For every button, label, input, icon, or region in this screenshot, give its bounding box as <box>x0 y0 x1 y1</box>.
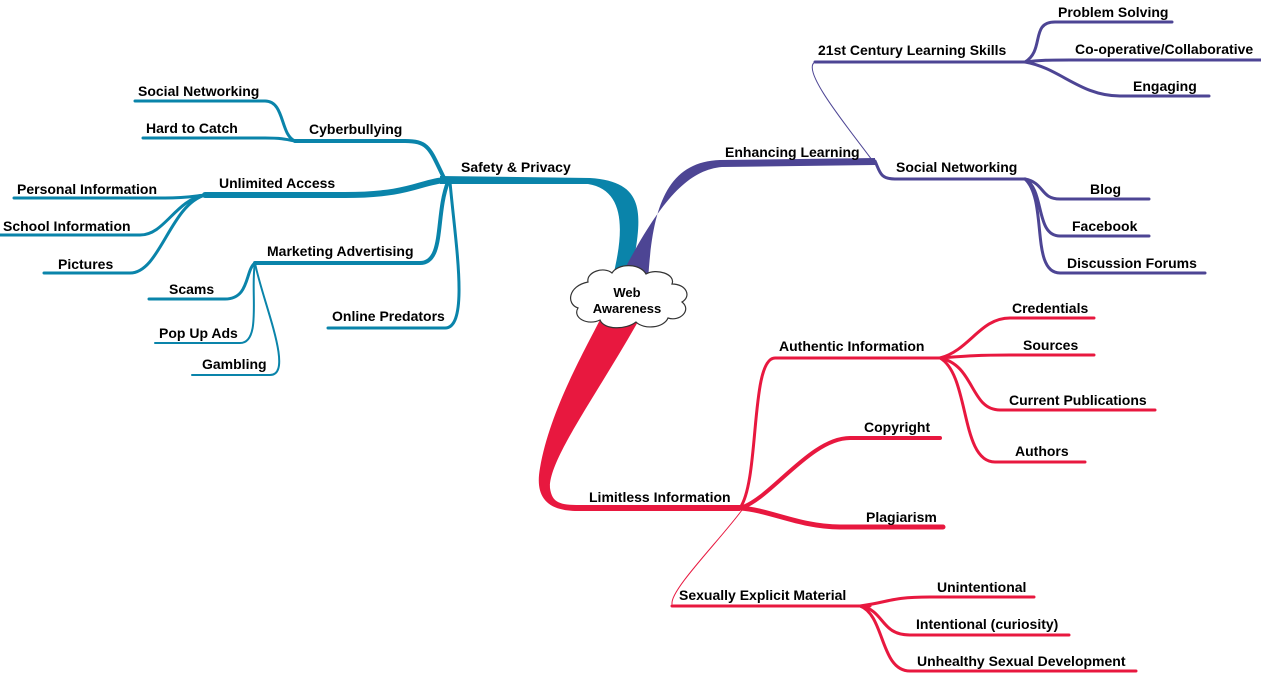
authentic-information-branch <box>738 356 947 510</box>
unhealthy-connector <box>858 604 1138 673</box>
engaging-connector <box>1023 60 1211 98</box>
pictures-connector <box>42 193 207 275</box>
safety-branches <box>0 99 461 376</box>
problem-solving-label[interactable]: Problem Solving <box>1058 4 1168 20</box>
cloud-shape <box>570 265 688 329</box>
unlimited-access-label[interactable]: Unlimited Access <box>219 175 335 191</box>
social-networking-connector <box>133 99 297 143</box>
online-predators-branch <box>326 180 461 330</box>
sources-connector <box>938 353 1096 360</box>
skills-label[interactable]: 21st Century Learning Skills <box>818 42 1006 58</box>
intentional-label[interactable]: Intentional (curiosity) <box>916 616 1058 632</box>
limitless-information-trunk <box>538 312 740 511</box>
social-networking-branch <box>873 159 1027 181</box>
safety-privacy-label[interactable]: Safety & Privacy <box>461 159 571 175</box>
authors-connector <box>938 356 1087 464</box>
discussion-forums-label[interactable]: Discussion Forums <box>1067 255 1197 271</box>
explicit-thin-connector <box>671 509 743 605</box>
pop-up-ads-connector <box>154 262 256 344</box>
skills-thin-connector <box>811 60 1026 161</box>
blog-label[interactable]: Blog <box>1090 181 1121 197</box>
credentials-connector <box>938 316 1096 360</box>
blog-connector <box>1023 177 1151 201</box>
school-information-label[interactable]: School Information <box>3 218 131 234</box>
discussion-forums-connector <box>1023 177 1207 275</box>
enhancing-branches <box>811 20 1261 275</box>
enhancing-learning-trunk <box>620 158 875 282</box>
limitless-branches <box>670 316 1157 673</box>
scams-label[interactable]: Scams <box>169 281 214 297</box>
explicit-material-label[interactable]: Sexually Explicit Material <box>679 587 846 603</box>
cyberbullying-branch <box>293 139 447 182</box>
social-networking-safety-label[interactable]: Social Networking <box>138 83 259 99</box>
pop-up-ads-label[interactable]: Pop Up Ads <box>159 325 238 341</box>
gambling-label[interactable]: Gambling <box>202 356 267 372</box>
central-topic-line1: Web <box>613 285 640 300</box>
unhealthy-label[interactable]: Unhealthy Sexual Development <box>917 653 1126 669</box>
central-topic[interactable]: Web Awareness <box>570 265 688 329</box>
authentic-information-label[interactable]: Authentic Information <box>779 338 924 354</box>
gambling-connector <box>191 262 281 376</box>
intentional-connector <box>858 604 1071 637</box>
marketing-advertising-branch <box>253 180 450 265</box>
unlimited-access-branch <box>202 177 448 198</box>
enhancing-learning-label[interactable]: Enhancing Learning <box>725 144 860 160</box>
safety-privacy-trunk <box>440 176 639 280</box>
personal-information-label[interactable]: Personal Information <box>17 181 157 197</box>
marketing-advertising-label[interactable]: Marketing Advertising <box>267 243 414 259</box>
sources-label[interactable]: Sources <box>1023 337 1078 353</box>
current-publications-connector <box>938 356 1157 412</box>
engaging-label[interactable]: Engaging <box>1133 78 1197 94</box>
social-networking-enhancing-label[interactable]: Social Networking <box>896 159 1017 175</box>
plagiarism-label[interactable]: Plagiarism <box>866 509 937 525</box>
online-predators-label[interactable]: Online Predators <box>332 308 445 324</box>
facebook-label[interactable]: Facebook <box>1072 218 1138 234</box>
copyright-branch <box>738 436 942 510</box>
authors-label[interactable]: Authors <box>1015 443 1069 459</box>
limitless-information-label[interactable]: Limitless Information <box>589 489 731 505</box>
problem-solving-connector <box>1023 20 1174 64</box>
current-publications-label[interactable]: Current Publications <box>1009 392 1147 408</box>
central-topic-line2: Awareness <box>593 301 661 316</box>
cooperative-connector <box>1023 58 1261 64</box>
hard-to-catch-connector <box>141 136 297 143</box>
hard-to-catch-label[interactable]: Hard to Catch <box>146 120 238 136</box>
copyright-label[interactable]: Copyright <box>864 419 930 435</box>
scams-connector <box>147 261 257 301</box>
unintentional-connector <box>858 595 1036 608</box>
cooperative-label[interactable]: Co-operative/Collaborative <box>1075 41 1253 57</box>
plagiarism-branch <box>737 505 946 530</box>
cyberbullying-label[interactable]: Cyberbullying <box>309 121 402 137</box>
credentials-label[interactable]: Credentials <box>1012 300 1088 316</box>
pictures-label[interactable]: Pictures <box>58 256 113 272</box>
unintentional-label[interactable]: Unintentional <box>937 579 1026 595</box>
